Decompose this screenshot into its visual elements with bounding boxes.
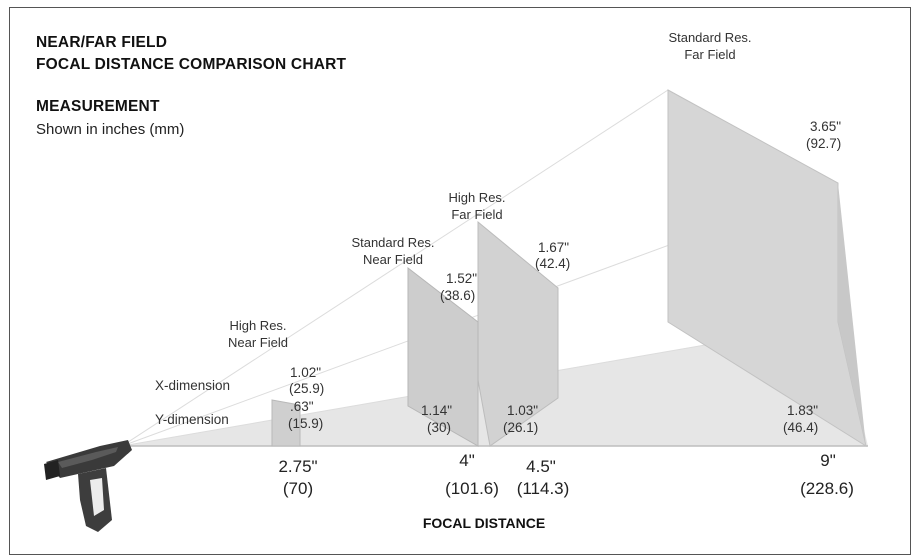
y-dim-mm-standard-near: (30) xyxy=(427,420,451,435)
y-dim-high-far: 1.03" xyxy=(507,403,538,418)
y-dim-standard-near: 1.14" xyxy=(421,403,452,418)
y-dim-mm-standard-far: (46.4) xyxy=(783,420,818,435)
distance-mm-high-near: (70) xyxy=(283,479,313,498)
measurement-heading: MEASUREMENT xyxy=(36,98,160,115)
y-dim-mm-high-far: (26.1) xyxy=(503,420,538,435)
distance-high-far: 4.5" xyxy=(526,457,556,476)
y-dim-high-near: .63" xyxy=(290,399,314,414)
label-high-near-line1: High Res. xyxy=(229,318,286,333)
label-high-near-line2: Near Field xyxy=(228,335,288,350)
x-dim-mm-high-near: (25.9) xyxy=(289,381,324,396)
distance-mm-standard-far: (228.6) xyxy=(800,479,854,498)
y-dim-standard-far: 1.83" xyxy=(787,403,818,418)
label-standard-far-line1: Standard Res. xyxy=(668,30,751,45)
chart-title-line1: NEAR/FAR FIELD xyxy=(36,34,168,51)
y-dim-mm-high-near: (15.9) xyxy=(288,416,323,431)
x-dim-high-near: 1.02" xyxy=(290,365,321,380)
x-dim-high-far: 1.67" xyxy=(538,240,569,255)
x-dim-standard-near: 1.52" xyxy=(446,271,477,286)
x-dim-standard-far: 3.65" xyxy=(810,119,841,134)
x-dim-mm-standard-far: (92.7) xyxy=(806,136,841,151)
measurement-note: Shown in inches (mm) xyxy=(36,121,185,138)
plane-high-near xyxy=(271,399,301,447)
chart-title-line2: FOCAL DISTANCE COMPARISON CHART xyxy=(36,56,347,73)
distance-high-near: 2.75" xyxy=(278,457,317,476)
x-dim-mm-high-far: (42.4) xyxy=(535,256,570,271)
label-standard-near-line1: Standard Res. xyxy=(351,235,434,250)
y-dimension-label: Y-dimension xyxy=(155,412,229,427)
scanner-icon xyxy=(44,440,132,532)
label-standard-near-line2: Near Field xyxy=(363,252,423,267)
label-high-far-line2: Far Field xyxy=(451,207,502,222)
distance-mm-high-far: (114.3) xyxy=(517,479,570,498)
distance-standard-far: 9" xyxy=(820,451,836,470)
plane-standard-far-side xyxy=(838,183,866,446)
x-dim-mm-standard-near: (38.6) xyxy=(440,288,475,303)
label-high-far-line1: High Res. xyxy=(448,190,505,205)
label-standard-far-line2: Far Field xyxy=(684,47,735,62)
x-dimension-label: X-dimension xyxy=(155,378,230,393)
focal-distance-axis-label: FOCAL DISTANCE xyxy=(423,515,545,531)
distance-mm-standard-near: (101.6) xyxy=(445,479,499,498)
plane-standard-near xyxy=(407,266,479,447)
distance-standard-near: 4" xyxy=(459,451,475,470)
